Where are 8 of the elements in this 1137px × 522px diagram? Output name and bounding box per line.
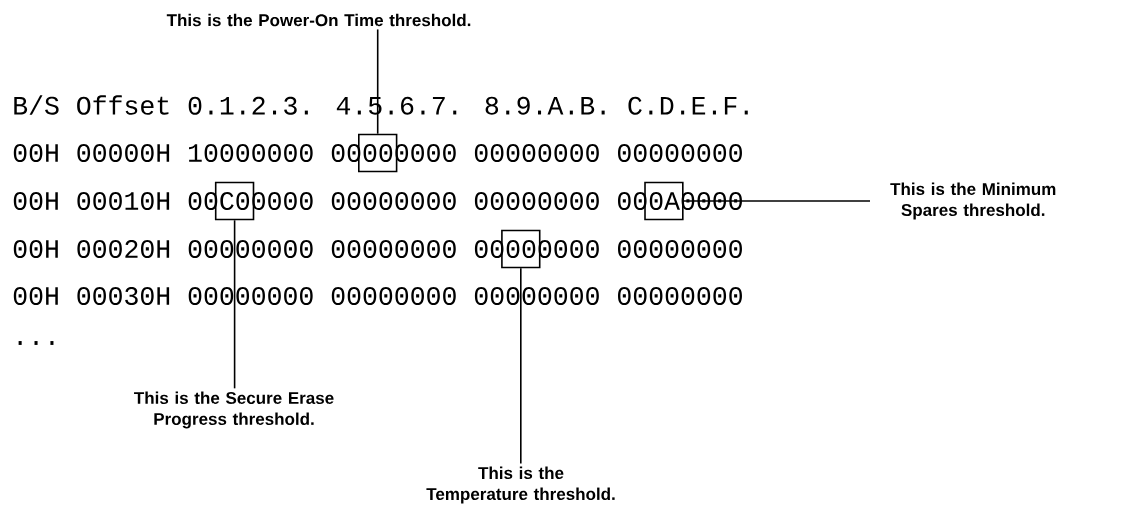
- callout-text: This is the Power-On Time threshold.: [166, 13, 471, 27]
- leader-line: [233, 219, 236, 390]
- callout-text: This is the Secure Erase Progress threshold.: [134, 391, 334, 429]
- callout-text: This is the Temperature threshold.: [426, 466, 615, 504]
- leader-line: [520, 267, 522, 465]
- callout-text: This is the Minimum Spares threshold.: [890, 182, 1056, 220]
- leader-line: [376, 28, 379, 135]
- dump-line: ...: [18, 341, 54, 345]
